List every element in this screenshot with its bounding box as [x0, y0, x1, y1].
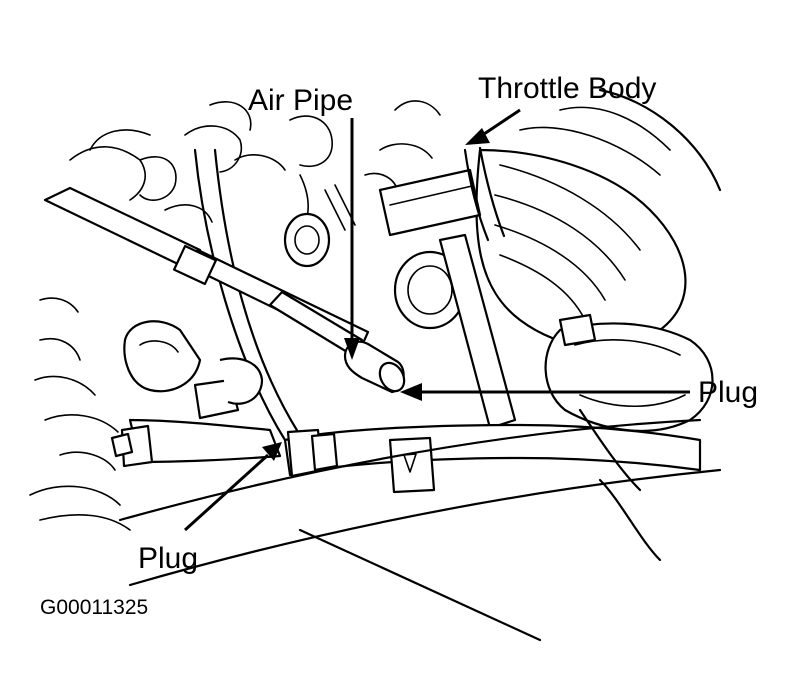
air-pipe-arrowhead	[344, 338, 360, 360]
callout-pointers	[183, 108, 690, 532]
throttle-body-label: Throttle Body	[478, 72, 656, 105]
air-pipe-label: Air Pipe	[248, 84, 353, 117]
throttle-body-arrowhead	[465, 128, 490, 145]
plug-bottom-label: Plug	[138, 542, 198, 575]
engine-drawing	[29, 88, 722, 642]
plug-bottom-arrowhead	[262, 442, 282, 461]
figure-code: G00011325	[40, 596, 148, 619]
plug-right-label: Plug	[698, 376, 758, 409]
plug-bottom-pointer	[183, 453, 270, 532]
throttle-body-pointer	[477, 108, 521, 140]
plug-right-arrowhead	[400, 383, 422, 401]
